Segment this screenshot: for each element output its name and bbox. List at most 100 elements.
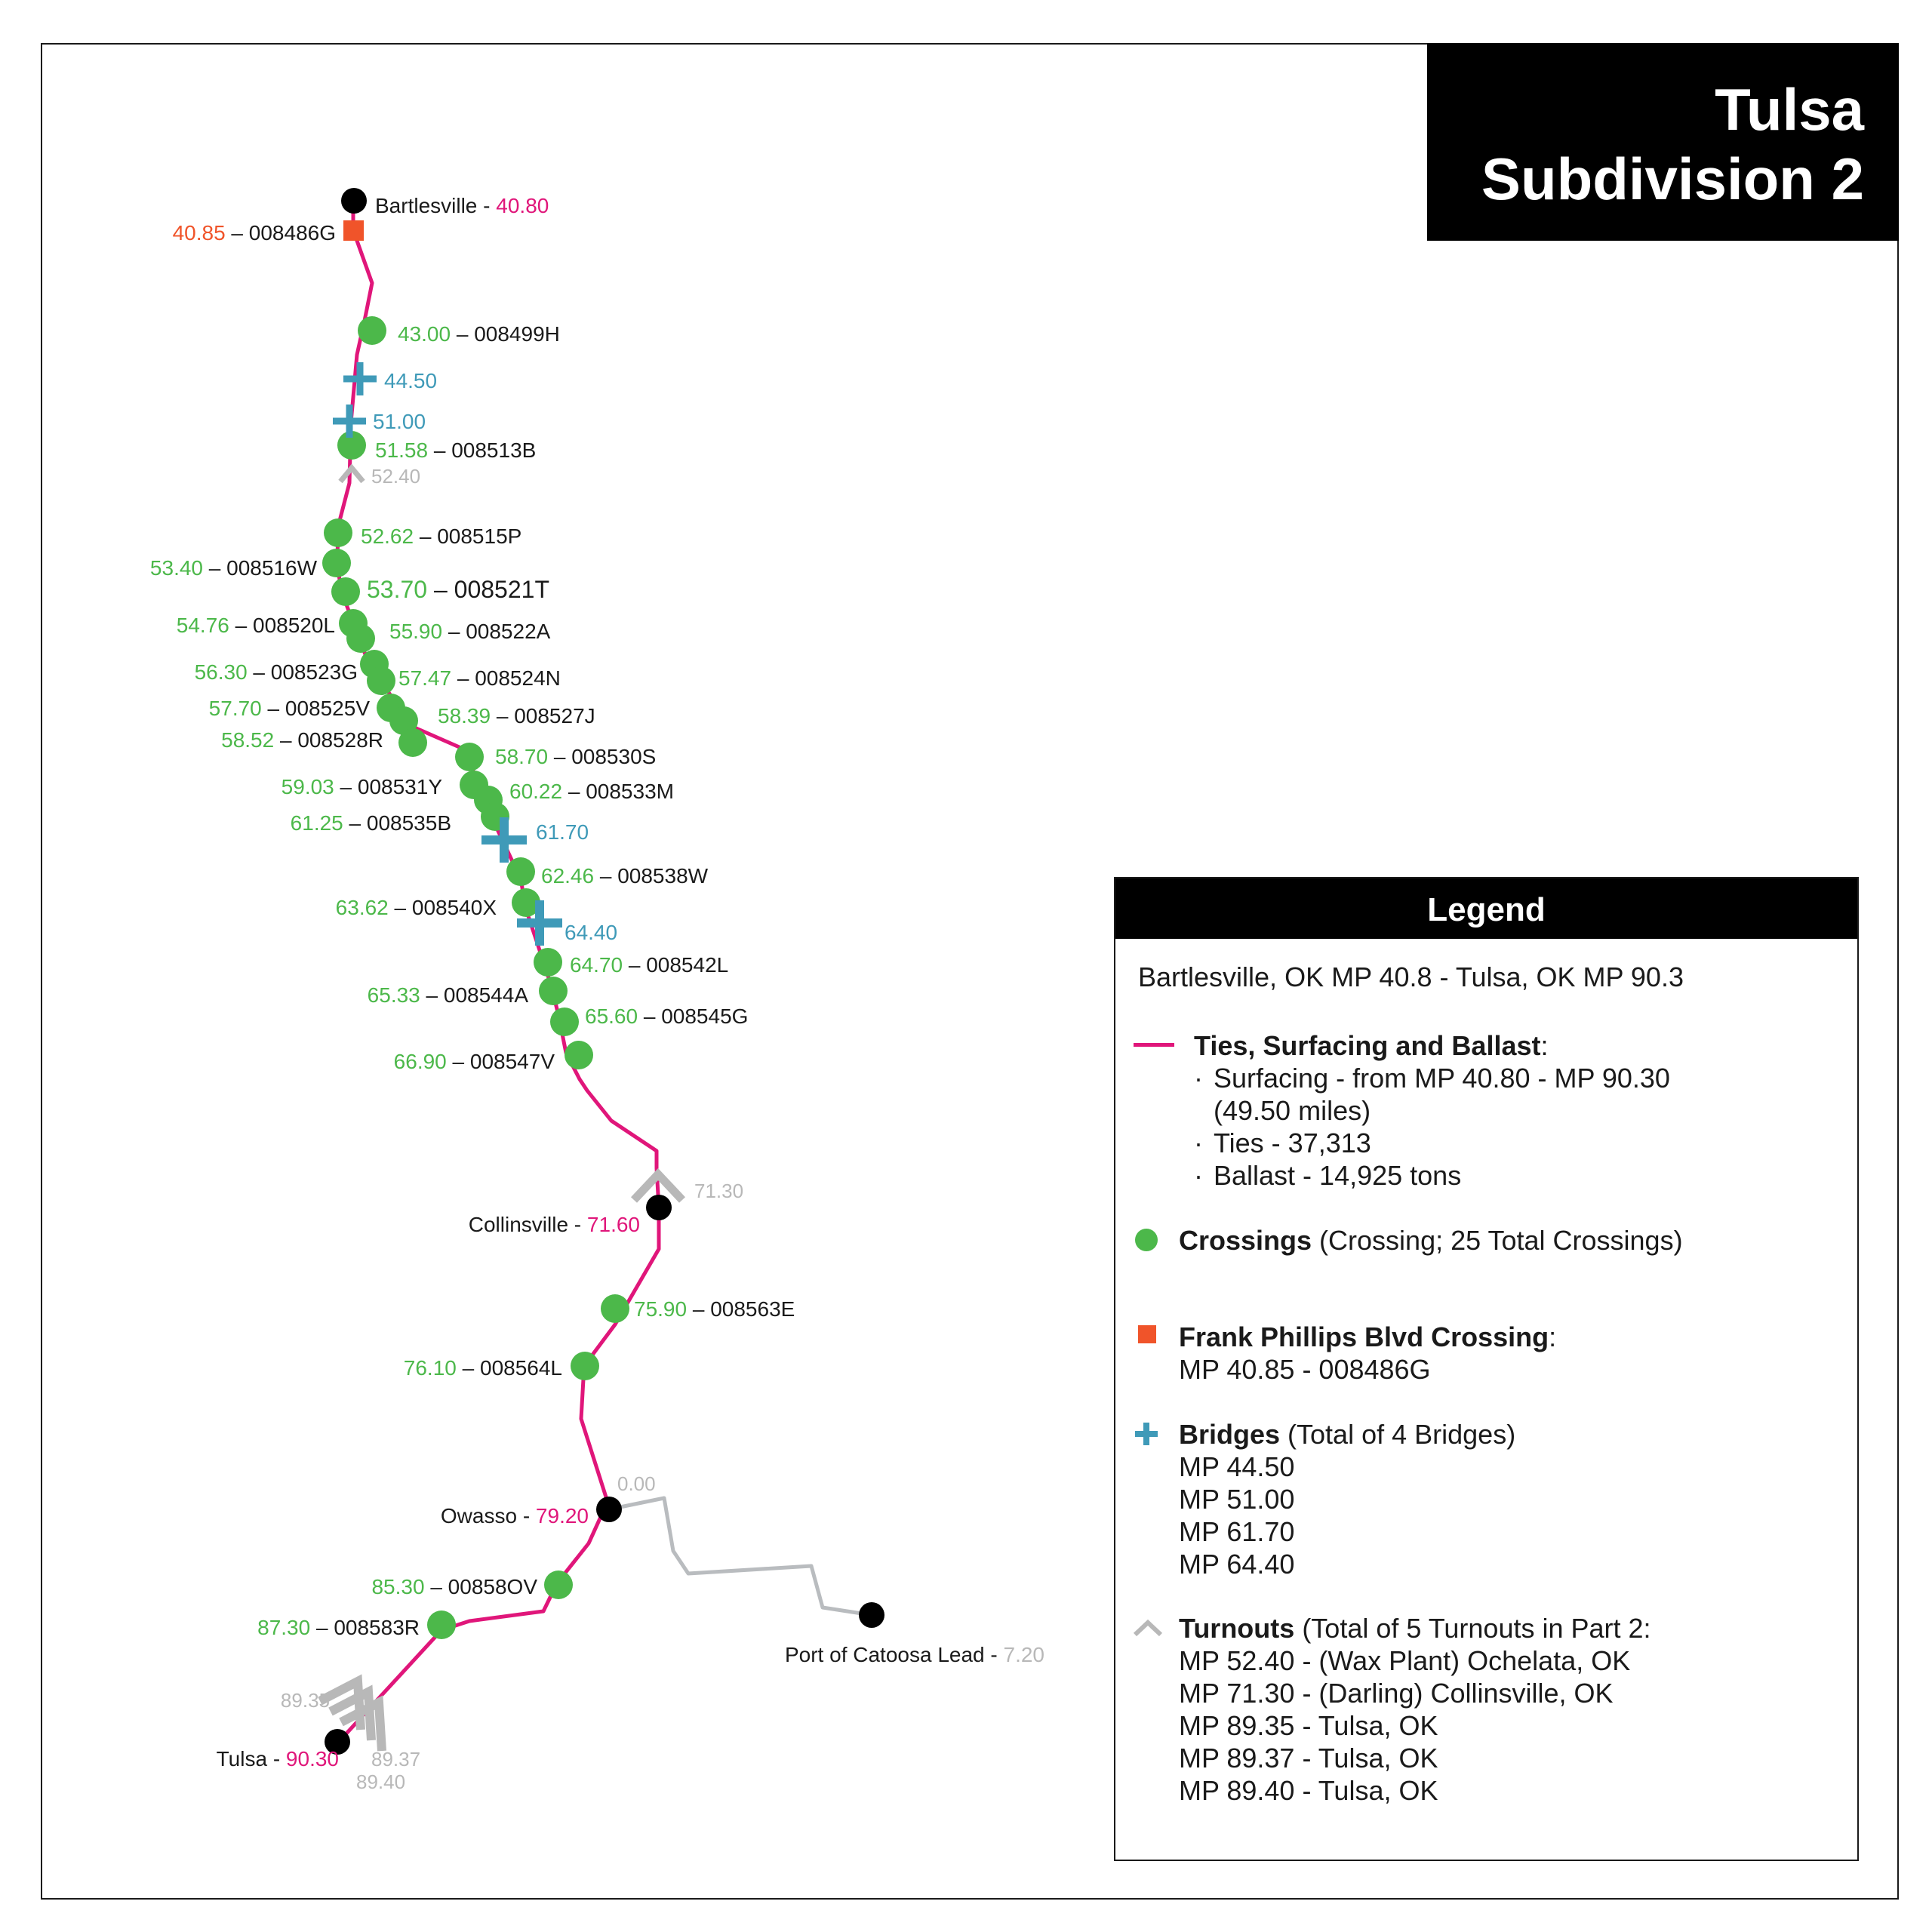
- station-label: Port of Catoosa Lead - 7.20: [785, 1643, 1044, 1666]
- crossing-marker: [331, 577, 360, 606]
- legend-bridges-title: Bridges: [1179, 1419, 1281, 1450]
- legend-turnout-line: MP 89.37 - Tulsa, OK: [1179, 1743, 1438, 1774]
- legend-frank-title: Frank Phillips Blvd Crossing: [1179, 1321, 1549, 1352]
- crossing-label: 53.70 – 008521T: [367, 576, 549, 603]
- legend-turnouts-rest: (Total of 5 Turnouts in Part 2:: [1294, 1613, 1651, 1644]
- legend-ties-item: Surfacing - from MP 40.80 - MP 90.30: [1194, 1062, 1670, 1094]
- crossing-label: 58.39 – 008527J: [438, 704, 595, 728]
- legend-bridge-line: MP 51.00: [1179, 1484, 1295, 1515]
- turnout-label: 89.35: [281, 1689, 330, 1712]
- crossing-marker: [534, 948, 562, 977]
- legend-frank-line: MP 40.85 - 008486G: [1179, 1354, 1431, 1385]
- legend-turnouts-title: Turnouts: [1179, 1613, 1295, 1644]
- legend-bridge-line: MP 44.50: [1179, 1451, 1295, 1482]
- crossing-marker: [544, 1571, 573, 1599]
- turnout-label: 52.40: [371, 465, 420, 488]
- turnout-label: 71.30: [694, 1180, 743, 1202]
- station-label: Collinsville - 71.60: [469, 1213, 640, 1236]
- port-of-catoosa-branch-line: [608, 1496, 872, 1617]
- bridge-label: 44.50: [384, 369, 437, 392]
- crossing-label: 59.03 – 008531Y: [281, 775, 443, 798]
- crossing-marker: [367, 666, 395, 695]
- bridge-label: 61.70: [536, 820, 589, 844]
- bridge-marker: [517, 900, 562, 946]
- legend-crossings-rest: (Crossing; 25 Total Crossings): [1312, 1225, 1683, 1256]
- crossing-label: 57.47 – 008524N: [398, 666, 561, 690]
- turnout-marker: [630, 1168, 686, 1203]
- bridge-label: 64.40: [565, 921, 617, 944]
- crossing-marker: [322, 549, 351, 577]
- crossing-marker: [550, 1008, 579, 1036]
- bridge-marker: [481, 817, 527, 863]
- legend-heading: Legend: [1115, 878, 1857, 939]
- crossing-label: 85.30 – 00858OV: [371, 1575, 537, 1598]
- crossing-label: 76.10 – 008564L: [404, 1356, 562, 1380]
- crossing-marker: [565, 1041, 593, 1069]
- crossing-label: 51.58 – 008513B: [375, 438, 536, 462]
- track-line-icon: [1134, 1043, 1174, 1047]
- crossing-label: 62.46 – 008538W: [541, 864, 709, 888]
- turnout-label: 89.40: [356, 1770, 405, 1793]
- crossing-label: 57.70 – 008525V: [209, 697, 371, 720]
- legend-ties-title: Ties, Surfacing and Ballast: [1194, 1030, 1541, 1061]
- legend-ties-item: Ties - 37,313: [1194, 1127, 1670, 1159]
- frank-phillips-label: 40.85 – 008486G: [173, 221, 336, 245]
- station-label: Bartlesville - 40.80: [375, 194, 549, 217]
- crossing-marker: [389, 706, 418, 735]
- crossing-marker: [346, 624, 375, 653]
- crossing-marker: [427, 1611, 456, 1639]
- frank-phillips-marker: [343, 220, 364, 241]
- crossing-label: 64.70 – 008542L: [570, 953, 728, 977]
- crossing-label: 63.62 – 008540X: [336, 896, 497, 919]
- crossing-label: 55.90 – 008522A: [389, 620, 551, 643]
- crossing-label: 53.40 – 008516W: [150, 556, 318, 580]
- map-frame: [41, 43, 1899, 1900]
- crossing-label: 65.33 – 008544A: [368, 983, 529, 1007]
- crossing-marker: [358, 316, 386, 345]
- station-marker: [859, 1602, 884, 1628]
- bridge-label: 51.00: [373, 410, 426, 433]
- crossing-label: 58.52 – 008528R: [221, 728, 383, 752]
- crossing-label: 56.30 – 008523G: [195, 660, 358, 684]
- turnout-marker: [339, 1695, 386, 1752]
- crossing-label: 54.76 – 008520L: [177, 614, 335, 637]
- station-label: Owasso - 79.20: [441, 1504, 589, 1527]
- crossing-label: 58.70 – 008530S: [495, 745, 656, 768]
- crossing-marker: [455, 743, 484, 771]
- legend-ties-suffix: :: [1540, 1030, 1549, 1061]
- crossing-marker: [601, 1294, 629, 1323]
- crossing-label: 61.25 – 008535B: [291, 811, 451, 835]
- legend-bridge-line: MP 61.70: [1179, 1516, 1295, 1547]
- crossing-label: 65.60 – 008545G: [585, 1004, 748, 1028]
- crossing-label: 43.00 – 008499H: [398, 322, 560, 346]
- turnout-marker: [328, 1684, 376, 1741]
- frank-phillips-icon: [1138, 1325, 1156, 1343]
- legend-crossings-title: Crossings: [1179, 1225, 1312, 1256]
- turnout-icon: [1134, 1619, 1162, 1637]
- crossing-marker: [324, 518, 352, 547]
- title-box: Tulsa Subdivision 2: [1427, 43, 1899, 241]
- crossing-label: 52.62 – 008515P: [361, 525, 521, 548]
- crossing-icon: [1135, 1229, 1158, 1251]
- legend-bridge-line: MP 64.40: [1179, 1549, 1295, 1580]
- bridge-marker: [333, 405, 366, 438]
- crossing-marker: [337, 431, 366, 460]
- legend-turnout-line: MP 89.40 - Tulsa, OK: [1179, 1775, 1438, 1806]
- legend-turnout-line: MP 89.35 - Tulsa, OK: [1179, 1710, 1438, 1741]
- title-line-2: Subdivision 2: [1481, 146, 1864, 212]
- station-label: Tulsa - 90.30: [217, 1747, 339, 1770]
- legend-ties-item: Ballast - 14,925 tons: [1194, 1159, 1670, 1192]
- legend-turnout-line: MP 52.40 - (Wax Plant) Ochelata, OK: [1179, 1645, 1631, 1676]
- crossing-marker: [571, 1352, 599, 1380]
- legend-subtitle: Bartlesville, OK MP 40.8 - Tulsa, OK MP …: [1138, 961, 1684, 992]
- legend-bridges-rest: (Total of 4 Bridges): [1280, 1419, 1516, 1450]
- legend-turnout-line: MP 71.30 - (Darling) Collinsville, OK: [1179, 1678, 1614, 1709]
- legend-ties-item: (49.50 miles): [1214, 1095, 1371, 1126]
- crossing-marker: [398, 728, 427, 757]
- station-marker: [596, 1497, 622, 1522]
- crossing-label: 87.30 – 008583R: [257, 1616, 420, 1639]
- turnout-label: 89.37: [371, 1748, 420, 1770]
- crossing-label: 75.90 – 008563E: [634, 1297, 795, 1321]
- crossing-marker: [539, 977, 568, 1005]
